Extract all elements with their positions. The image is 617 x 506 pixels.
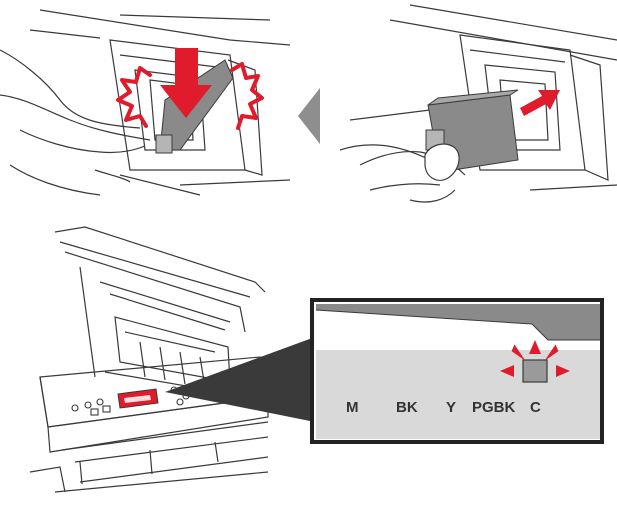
printer-outline	[29, 226, 269, 493]
ink-cartridge-shape	[155, 59, 234, 154]
ink-label-y: Y	[446, 399, 456, 416]
ink-indicator-illustration: M BK Y PGBK C	[0, 212, 617, 506]
press-cartridge-drawing	[0, 9, 290, 196]
ink-label-m: M	[346, 399, 359, 416]
ink-label-pgbk: PGBK	[472, 399, 516, 416]
indicator-callout-box: M BK Y PGBK C	[310, 298, 604, 444]
ink-label-bk: BK	[396, 399, 418, 416]
printer-panel-drawing: M BK Y PGBK C	[29, 226, 604, 493]
panel-lcd	[117, 388, 159, 409]
up-right-arrow-icon	[520, 90, 560, 116]
callout-pointer	[165, 337, 315, 422]
cyan-ink-indicator	[522, 359, 548, 383]
left-triangle-arrow-icon	[298, 88, 328, 144]
blinking-indicator-icon	[500, 340, 570, 377]
step-lift-cartridge-illustration	[330, 0, 617, 212]
click-marks-icon	[116, 62, 264, 130]
ink-label-c: C	[530, 399, 541, 416]
down-arrow-icon	[160, 48, 212, 118]
lift-cartridge-drawing	[339, 4, 617, 203]
step-press-cartridge-illustration	[0, 0, 290, 212]
